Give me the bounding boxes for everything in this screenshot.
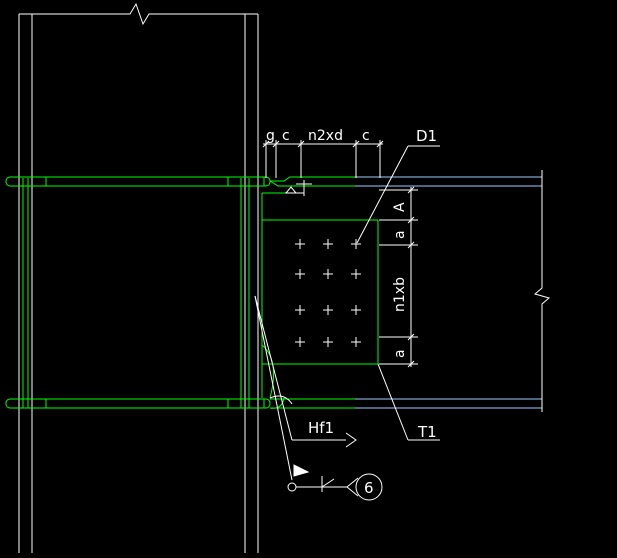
bolt-mark bbox=[323, 337, 333, 347]
beam-break-line bbox=[533, 170, 551, 412]
dim-label-c-left: c bbox=[282, 128, 290, 144]
dim-label-a-top: A bbox=[392, 202, 408, 212]
column bbox=[18, 2, 259, 553]
top-weld-symbol bbox=[285, 180, 312, 196]
right-dimension-chain bbox=[379, 186, 418, 368]
plate-label-d1: D1 bbox=[416, 127, 437, 145]
shear-tab bbox=[261, 192, 379, 399]
t1-leader bbox=[377, 363, 440, 441]
d1-leader bbox=[356, 145, 440, 244]
dim-label-n1xb: n1xb bbox=[392, 277, 408, 312]
bolt-mark bbox=[323, 269, 333, 279]
bolt-mark bbox=[351, 239, 361, 249]
beam bbox=[355, 176, 542, 409]
bolt-mark bbox=[323, 239, 333, 249]
dim-label-a2: a bbox=[392, 349, 408, 358]
top-dimension-chain bbox=[262, 140, 384, 178]
bolt-mark bbox=[351, 269, 361, 279]
bolt-mark bbox=[295, 305, 305, 315]
bolt-mark bbox=[351, 337, 361, 347]
bottom-continuity-plate bbox=[5, 397, 355, 409]
bolt-mark bbox=[323, 305, 333, 315]
weld-ref-number: 6 bbox=[364, 479, 374, 497]
bolt-mark bbox=[295, 337, 305, 347]
weld-label-hf1: Hf1 bbox=[308, 419, 334, 437]
top-continuity-plate bbox=[5, 176, 355, 187]
dim-label-c-right: c bbox=[362, 128, 370, 144]
dim-label-n2xd: n2xd bbox=[308, 128, 343, 144]
weld-reference-symbol bbox=[254, 295, 383, 501]
hf1-leader bbox=[254, 295, 357, 448]
column-web-lines bbox=[22, 178, 250, 408]
bolt-mark bbox=[295, 269, 305, 279]
bolt-mark bbox=[351, 305, 361, 315]
bolt-mark bbox=[295, 239, 305, 249]
dim-label-a1: a bbox=[392, 230, 408, 239]
dim-label-g: g bbox=[266, 128, 275, 144]
column-break-line bbox=[19, 2, 258, 26]
bolt-group bbox=[295, 239, 361, 347]
plate-label-t1: T1 bbox=[417, 423, 437, 441]
